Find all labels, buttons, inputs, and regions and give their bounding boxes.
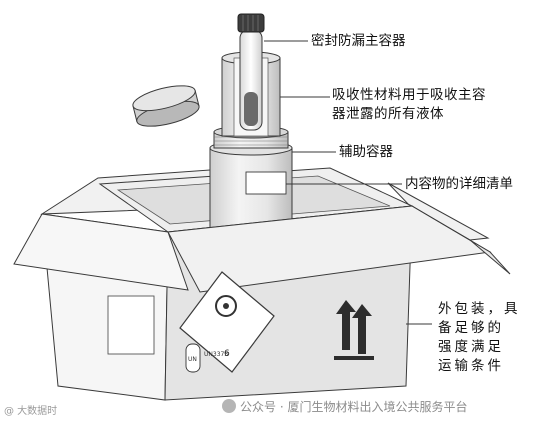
biohazard-label: 6 bbox=[179, 271, 275, 373]
box-left-window bbox=[107, 295, 155, 355]
un-code: UN3373 bbox=[204, 351, 228, 358]
primary-tube bbox=[237, 13, 265, 131]
watermark-right-text: 公众号 · 厦门生物材料出入境公共服务平台 bbox=[240, 400, 468, 414]
label-outer-packaging: 外包装，具 备足够的 强度满足 运输条件 bbox=[438, 301, 521, 374]
this-way-up-arrows-icon bbox=[334, 300, 374, 360]
watermark-left: @ 大数据时 bbox=[4, 406, 58, 417]
callout-lines bbox=[264, 40, 432, 325]
label-primary-container: 密封防漏主容器 bbox=[311, 33, 406, 49]
wechat-icon bbox=[222, 399, 236, 413]
itemized-list-paper bbox=[245, 171, 287, 195]
svg-text:UN: UN bbox=[188, 356, 197, 363]
label-absorbent-material: 吸收性材料用于吸收主容 器泄露的所有液体 bbox=[332, 87, 486, 122]
watermark-right: 公众号 · 厦门生物材料出入境公共服务平台 bbox=[222, 398, 467, 415]
tube-cap bbox=[237, 13, 265, 33]
label-secondary-container: 辅助容器 bbox=[339, 144, 393, 160]
secondary-container bbox=[209, 125, 293, 231]
label-itemized-list: 内容物的详细清单 bbox=[405, 176, 513, 192]
un-mark: UN UN3373 bbox=[185, 343, 228, 373]
diamond-class: 6 bbox=[224, 349, 230, 359]
floating-lid bbox=[132, 85, 200, 127]
outer-box bbox=[13, 205, 511, 401]
